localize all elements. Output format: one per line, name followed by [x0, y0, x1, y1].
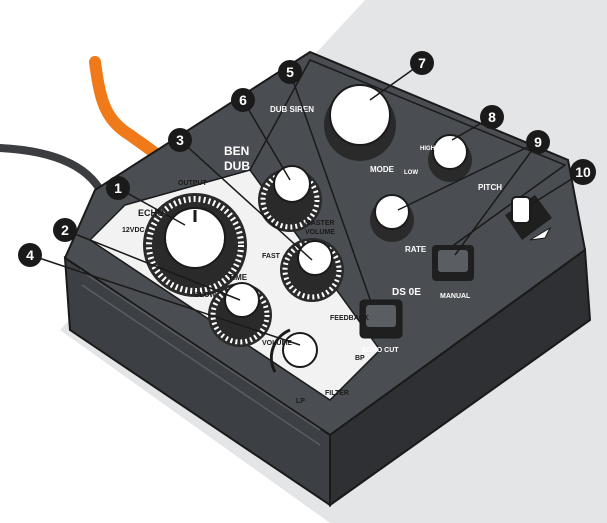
pitch-label: PITCH — [478, 183, 502, 192]
rate-label: RATE — [405, 245, 427, 254]
low-label: LOW — [404, 170, 418, 176]
svg-text:3: 3 — [176, 132, 184, 148]
svg-text:2: 2 — [61, 222, 69, 238]
volume-label: VOLUME — [262, 340, 292, 347]
callout-5: 5 — [278, 60, 302, 84]
svg-text:6: 6 — [239, 92, 247, 108]
mode-label: MODE — [370, 165, 395, 174]
callout-4: 4 — [18, 243, 42, 267]
high-label: HIGH — [420, 146, 435, 152]
dub-siren-mode-knob[interactable] — [324, 84, 396, 161]
manual-label: MANUAL — [440, 293, 471, 300]
master-volume-label: VOLUME — [305, 229, 335, 236]
svg-text:10: 10 — [575, 164, 591, 180]
callout-3: 3 — [168, 128, 192, 152]
lp-label: LP — [296, 398, 305, 405]
callout-badges: 1 2 3 4 5 6 7 8 9 10 — [18, 51, 596, 267]
feedback-label: FEEDBACK — [330, 315, 369, 322]
time-label: TIME — [228, 273, 248, 282]
output-label: OUTPUT — [178, 180, 208, 187]
callout-8: 8 — [480, 105, 504, 129]
callout-1: 1 — [106, 176, 130, 200]
fast-label: FAST — [262, 253, 281, 260]
bp-label: BP — [355, 355, 365, 362]
callout-10: 10 — [570, 159, 596, 185]
toggle-switch[interactable] — [505, 195, 552, 241]
callout-6: 6 — [231, 88, 255, 112]
slow-label: SLOW — [195, 292, 216, 299]
brand-logo: DS 0E — [392, 287, 421, 298]
rate-knob[interactable] — [370, 194, 414, 242]
manual-button[interactable] — [432, 245, 474, 281]
echo-cut-button[interactable] — [359, 299, 403, 339]
callout-7: 7 — [410, 51, 434, 75]
echo-label: ECHO — [138, 208, 164, 218]
callout-9: 9 — [526, 130, 550, 154]
power-label: 12VDC — [122, 227, 145, 234]
svg-text:9: 9 — [534, 134, 542, 150]
callout-leader-lines — [29, 62, 584, 346]
time-knob[interactable] — [208, 282, 272, 347]
feedback-knob[interactable] — [280, 238, 344, 302]
master-volume-knob[interactable] — [258, 165, 322, 232]
svg-text:5: 5 — [286, 64, 294, 80]
svg-text:4: 4 — [26, 247, 34, 263]
master-label: MASTER — [305, 220, 335, 227]
svg-text:1: 1 — [114, 180, 122, 196]
svg-text:7: 7 — [418, 55, 426, 71]
brand-line2: DUB — [224, 159, 250, 173]
echo-cut-label: ECHO CUT — [362, 347, 399, 354]
filter-label: FILTER — [325, 390, 349, 397]
callout-2: 2 — [53, 218, 77, 242]
dub-siren-label: DUB SIREN — [270, 105, 314, 114]
pitch-knob[interactable] — [428, 134, 472, 182]
svg-text:8: 8 — [488, 109, 496, 125]
panel-labels: 12VDC OUTPUT ECHO TIME SLOW FAST FEEDBAC… — [122, 105, 502, 405]
brand-line1: BEN — [224, 144, 249, 158]
